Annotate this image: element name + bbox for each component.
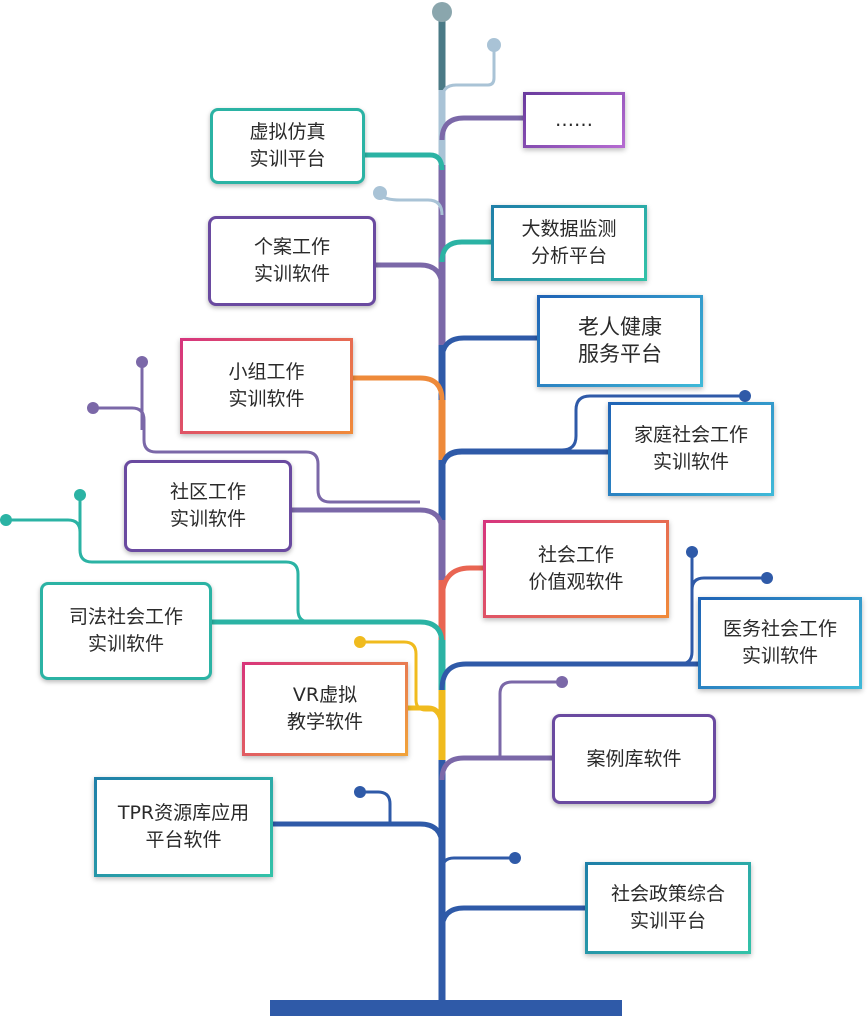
node-label: 虚拟仿真 实训平台: [249, 121, 326, 170]
node-label: 家庭社会工作 实训软件: [633, 424, 748, 473]
branch-policy: [439, 905, 588, 931]
branch-group-work: [352, 375, 445, 401]
branch-vr-sim: [362, 152, 445, 171]
branch-elderly: [439, 335, 540, 361]
branch-case-library: [439, 755, 556, 781]
node-values-software: 社会工作 价值观软件: [483, 520, 669, 618]
branch-thin-right: [440, 856, 515, 871]
dot-top-light: [487, 38, 501, 52]
branch-top-light: [440, 46, 496, 101]
dot-medical-2: [761, 572, 773, 584]
branch-tpr: [270, 821, 445, 847]
branches: [0, 38, 773, 931]
branch-community: [290, 507, 445, 533]
node-label: ……: [555, 108, 593, 131]
trunk-top-dot: [432, 2, 452, 22]
node-label: 社区工作 实训软件: [169, 481, 246, 530]
branch-light-left: [378, 193, 444, 216]
node-label: 社会工作 价值观软件: [528, 544, 624, 593]
node-label: TPR资源库应用 平台软件: [117, 802, 250, 851]
dot-judicial-2: [74, 489, 86, 501]
node-vr-teaching: VR虚拟 教学软件: [242, 662, 408, 756]
tree-base: [270, 1000, 622, 1016]
node-label: 个案工作 实训软件: [253, 236, 330, 285]
dot-vr-teaching: [354, 636, 366, 648]
dot-family: [739, 390, 751, 402]
node-ellipsis: ……: [523, 92, 625, 148]
node-case-work: 个案工作 实训软件: [208, 216, 376, 306]
dot-judicial-1: [0, 514, 12, 526]
dot-tpr: [354, 786, 366, 798]
node-family-social-work: 家庭社会工作 实训软件: [608, 402, 774, 496]
node-social-policy: 社会政策综合 实训平台: [585, 862, 751, 954]
branch-ellipsis: [439, 115, 524, 141]
node-judicial-social-work: 司法社会工作 实训软件: [40, 582, 212, 680]
node-tpr-resource: TPR资源库应用 平台软件: [94, 777, 273, 877]
dot-community-2: [87, 402, 99, 414]
node-label: 案例库软件: [586, 747, 682, 770]
node-label: 大数据监测 分析平台: [521, 218, 617, 267]
node-label: VR虚拟 教学软件: [286, 684, 363, 733]
branch-judicial: [210, 619, 445, 645]
dot-light-left: [373, 186, 387, 200]
dot-community-1: [136, 356, 148, 368]
node-group-work: 小组工作 实训软件: [180, 338, 353, 434]
node-case-library: 案例库软件: [552, 714, 716, 804]
node-label: 医务社会工作 实训软件: [722, 618, 837, 667]
node-community-work: 社区工作 实训软件: [124, 460, 292, 552]
dot-thin-right: [509, 852, 521, 864]
node-medical-social-work: 医务社会工作 实训软件: [698, 597, 862, 689]
node-elderly-health: 老人健康 服务平台: [537, 295, 703, 387]
node-label: 司法社会工作 实训软件: [68, 606, 183, 655]
branch-big-data: [439, 239, 494, 263]
node-vr-sim-platform: 虚拟仿真 实训平台: [210, 108, 365, 184]
branch-case-work: [372, 262, 445, 289]
dot-case-library: [556, 676, 568, 688]
node-label: 社会政策综合 实训平台: [610, 883, 725, 932]
node-big-data: 大数据监测 分析平台: [491, 205, 647, 281]
node-label: 老人健康 服务平台: [578, 315, 662, 366]
branch-values: [439, 565, 486, 601]
node-label: 小组工作 实训软件: [228, 361, 305, 410]
dot-medical-1: [686, 546, 698, 558]
